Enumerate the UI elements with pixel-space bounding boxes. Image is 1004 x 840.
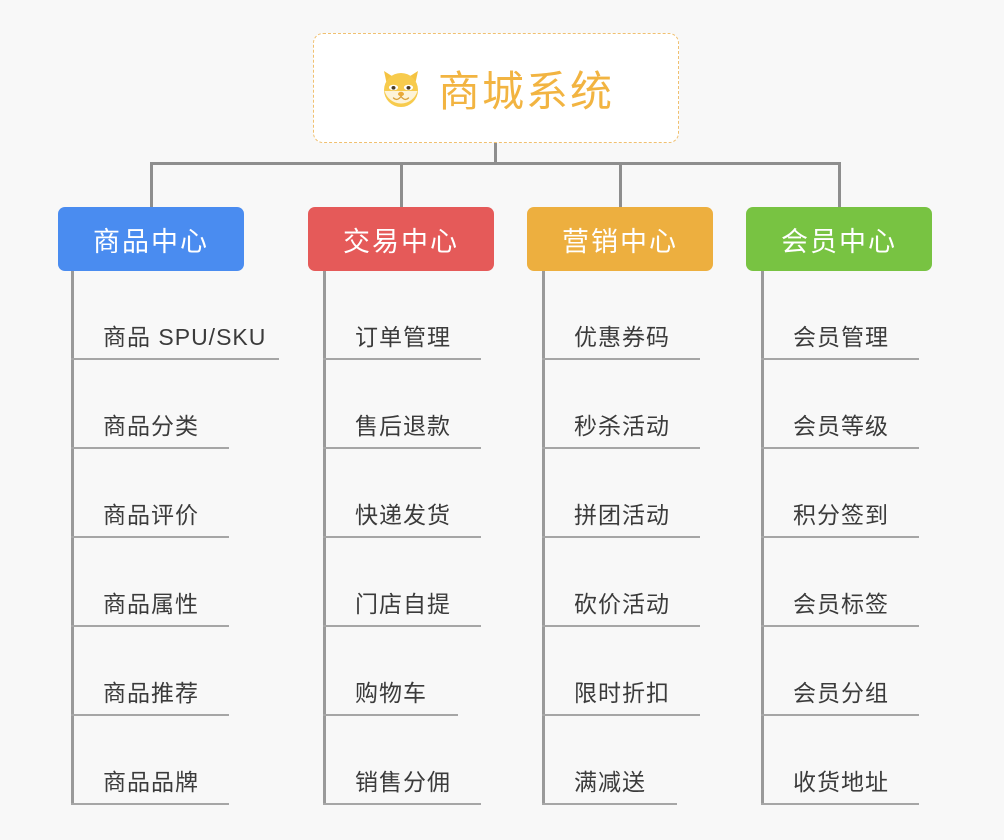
leaf-item[interactable]: 售后退款 [323,360,481,449]
leaf-underline [71,447,229,449]
branch-spine-2 [542,271,545,805]
leaf-underline [542,358,700,360]
leaf-item[interactable]: 砍价活动 [542,538,700,627]
drop-branch-3 [838,162,841,208]
leaf-underline [761,358,919,360]
leaf-label: 商品 SPU/SKU [103,324,267,350]
leaf-item[interactable]: 会员标签 [761,538,919,627]
category-label-1: 交易中心 [343,226,459,257]
leaf-item[interactable]: 优惠券码 [542,271,700,360]
leaf-label: 商品品牌 [103,769,199,795]
leaf-underline [542,625,700,627]
leaf-label: 限时折扣 [574,680,670,706]
root-node[interactable]: 商城系统 [313,33,679,143]
leaf-label: 商品推荐 [103,680,199,706]
leaf-label: 积分签到 [793,502,889,528]
leaf-label: 商品评价 [103,502,199,528]
leaf-item[interactable]: 限时折扣 [542,627,700,716]
category-label-0: 商品中心 [93,226,209,257]
category-box-3[interactable]: 会员中心 [746,207,932,271]
leaf-label: 秒杀活动 [574,413,670,439]
leaf-label: 商品分类 [103,413,199,439]
leaf-label: 拼团活动 [574,502,670,528]
branch-spine-0 [71,271,74,805]
leaf-underline [761,536,919,538]
leaf-label: 优惠券码 [574,324,670,350]
shiba-dog-face-icon [378,65,424,111]
leaf-item[interactable]: 门店自提 [323,538,481,627]
leaf-label: 销售分佣 [355,769,451,795]
leaf-item[interactable]: 商品分类 [71,360,229,449]
leaf-item[interactable]: 拼团活动 [542,449,700,538]
leaf-underline [71,803,229,805]
leaf-item[interactable]: 商品评价 [71,449,229,538]
leaf-underline [761,447,919,449]
leaf-underline [761,714,919,716]
leaf-item[interactable]: 秒杀活动 [542,360,700,449]
leaf-item[interactable]: 收货地址 [761,716,919,805]
category-box-0[interactable]: 商品中心 [58,207,244,271]
leaf-underline [71,358,279,360]
leaf-underline [542,714,700,716]
leaf-item[interactable]: 快递发货 [323,449,481,538]
leaf-underline [71,625,229,627]
leaf-underline [542,447,700,449]
leaf-label: 会员分组 [793,680,889,706]
category-box-2[interactable]: 营销中心 [527,207,713,271]
leaf-label: 会员管理 [793,324,889,350]
leaf-item[interactable]: 商品 SPU/SKU [71,271,279,360]
root-label: 商城系统 [437,67,614,115]
leaf-underline [542,536,700,538]
leaf-label: 满减送 [574,769,646,795]
root-stem [494,143,497,165]
category-label-2: 营销中心 [562,226,678,257]
leaf-label: 售后退款 [355,413,451,439]
leaf-underline [323,625,481,627]
leaf-label: 门店自提 [355,591,451,617]
leaf-item[interactable]: 会员分组 [761,627,919,716]
leaf-underline [323,358,481,360]
leaf-label: 会员标签 [793,591,889,617]
category-label-3: 会员中心 [781,226,897,257]
leaf-label: 快递发货 [355,502,451,528]
leaf-label: 砍价活动 [574,591,670,617]
leaf-item[interactable]: 商品推荐 [71,627,229,716]
leaf-underline [71,536,229,538]
connector-bus [150,162,841,165]
leaf-underline [323,714,458,716]
leaf-item[interactable]: 积分签到 [761,449,919,538]
leaf-label: 会员等级 [793,413,889,439]
leaf-item[interactable]: 商品品牌 [71,716,229,805]
leaf-label: 收货地址 [793,769,889,795]
leaf-item[interactable]: 销售分佣 [323,716,481,805]
category-box-1[interactable]: 交易中心 [308,207,494,271]
leaf-underline [323,803,481,805]
leaf-underline [761,803,919,805]
drop-branch-2 [619,162,622,208]
leaf-underline [542,803,677,805]
leaf-label: 订单管理 [355,324,451,350]
drop-branch-0 [150,162,153,208]
drop-branch-1 [400,162,403,208]
branch-spine-3 [761,271,764,805]
leaf-item[interactable]: 会员管理 [761,271,919,360]
leaf-item[interactable]: 商品属性 [71,538,229,627]
leaf-underline [761,625,919,627]
leaf-underline [323,536,481,538]
leaf-underline [323,447,481,449]
leaf-item[interactable]: 会员等级 [761,360,919,449]
branch-spine-1 [323,271,326,805]
leaf-item[interactable]: 订单管理 [323,271,481,360]
leaf-label: 商品属性 [103,591,199,617]
leaf-underline [71,714,229,716]
leaf-item[interactable]: 购物车 [323,627,458,716]
leaf-label: 购物车 [355,680,427,706]
leaf-item[interactable]: 满减送 [542,716,677,805]
